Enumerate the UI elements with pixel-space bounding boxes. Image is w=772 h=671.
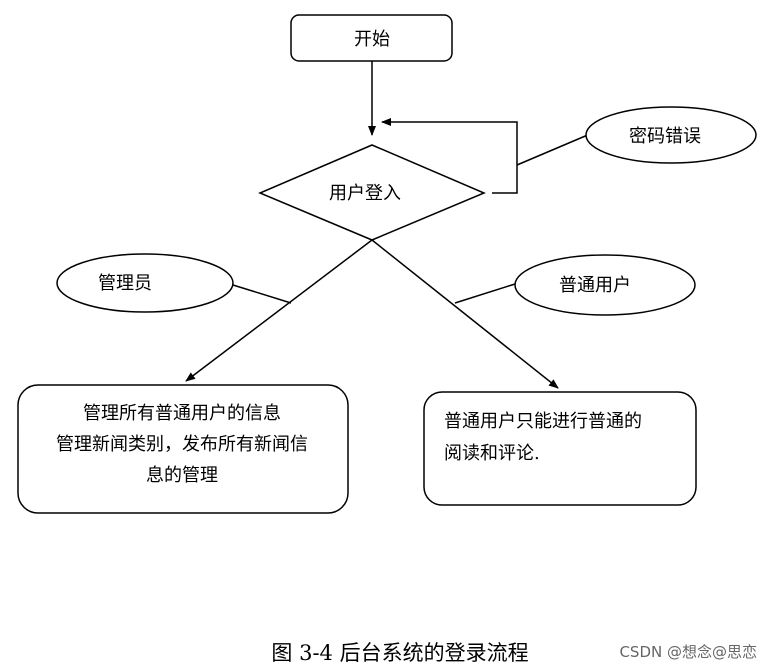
user-desc-line-1: 普通用户只能进行普通的: [444, 411, 642, 432]
user-permissions-box: 普通用户只能进行普通的 阅读和评论.: [423, 391, 697, 506]
admin-permissions-box: 管理所有普通用户的信息 管理新闻类别，发布所有新闻信 息的管理: [17, 384, 349, 514]
admin-desc-line-2: 管理新闻类别，发布所有新闻信: [56, 434, 308, 455]
admin-desc-line-1: 管理所有普通用户的信息: [83, 403, 281, 424]
start-label: 开始: [354, 29, 390, 50]
connector-wrong-password: [516, 133, 591, 166]
csdn-watermark: CSDN @想念@思恋: [619, 643, 757, 661]
regular-user-label: 普通用户: [559, 275, 631, 296]
wrong-password-node: 密码错误: [585, 106, 757, 164]
regular-user-role-node: 普通用户: [514, 254, 696, 316]
user-desc-line-2: 阅读和评论.: [444, 443, 540, 464]
arrow-login-to-user: [371, 239, 559, 389]
wrong-password-label: 密码错误: [629, 126, 701, 147]
login-decision-node: 用户登入: [258, 144, 486, 241]
loop-line-retry: [381, 118, 518, 194]
login-label: 用户登入: [329, 183, 401, 204]
admin-desc-line-3: 息的管理: [146, 465, 218, 486]
arrow-login-to-admin: [185, 239, 373, 382]
admin-role-node: 管理员: [56, 253, 234, 313]
start-node: 开始: [290, 14, 453, 62]
connector-regular-user: [454, 283, 516, 304]
connector-admin: [232, 284, 292, 304]
admin-label: 管理员: [98, 273, 152, 294]
figure-caption: 图 3-4 后台系统的登录流程: [271, 641, 528, 665]
